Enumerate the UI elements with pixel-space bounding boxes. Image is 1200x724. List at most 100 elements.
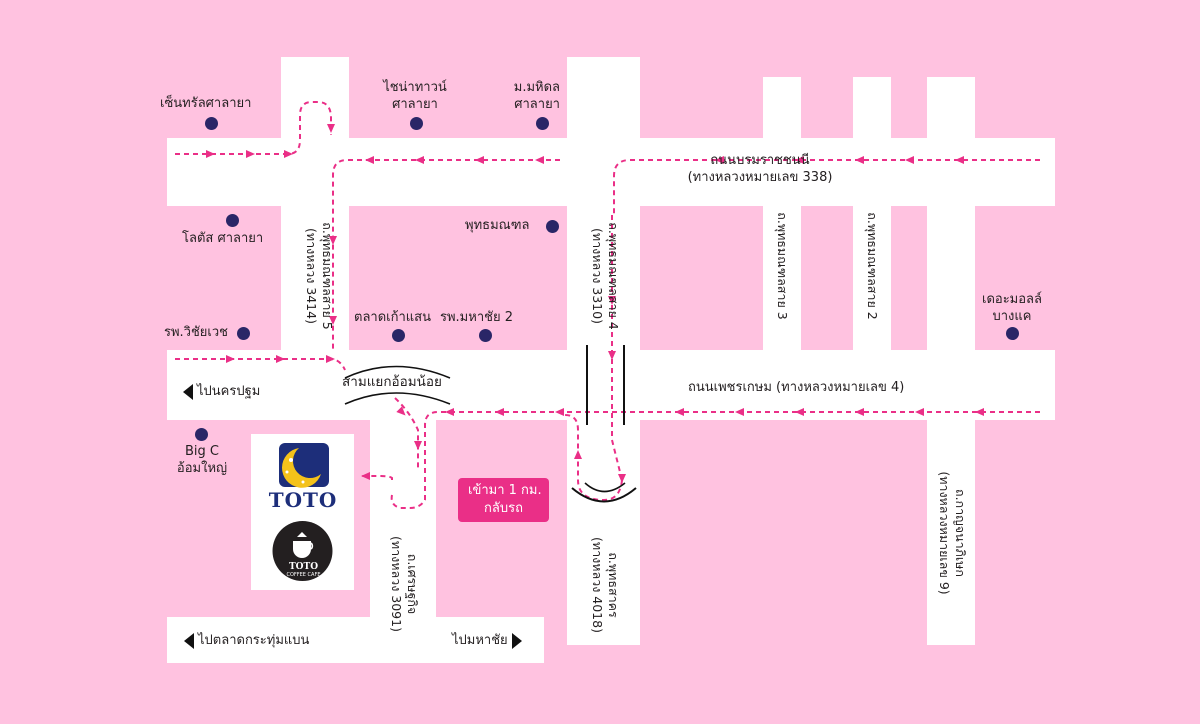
road-label-phutthamonthon-5: ถ.พุทธมณฑลสาย 5 (ทางหลวง 3414)	[304, 222, 335, 330]
route-arrow-icon	[415, 156, 424, 164]
route-arrow-icon	[206, 150, 215, 158]
route-arrow-icon	[715, 156, 724, 164]
road-phutthamonthon-4	[567, 57, 640, 350]
star-icon	[301, 480, 305, 484]
poi-label-mahachai-hospital: รพ.มหาชัย 2	[440, 310, 513, 325]
poi-dot-bigc	[195, 428, 208, 441]
poi-dot-chinatown	[410, 117, 423, 130]
toto-logo-text: TOTO	[268, 488, 338, 512]
poi-dot-talad-kaosaen	[392, 329, 405, 342]
route-borom-westbound	[613, 159, 1040, 215]
route-arrow-icon	[955, 156, 964, 164]
star-icon	[285, 470, 289, 474]
route-arrow-icon	[414, 441, 422, 450]
route-arrow-icon	[675, 408, 684, 416]
poi-label-chinatown: ไชน่าทาวน์ศาลายา	[383, 80, 447, 112]
cafe-name: TOTO	[288, 562, 319, 572]
route-arrow-icon	[608, 296, 616, 305]
route-arrow-icon	[905, 156, 914, 164]
route-arrow-icon	[284, 150, 293, 158]
route-arrow-icon	[855, 408, 864, 416]
route-arrow-icon	[915, 408, 924, 416]
poi-dot-mahidol	[536, 117, 549, 130]
route-arrow-icon	[608, 351, 616, 360]
road-kanchanaphisek-north	[927, 77, 975, 350]
intersection-arc-top	[344, 365, 451, 379]
u-turn-callout: เข้ามา 1 กม. กลับรถ	[458, 478, 549, 522]
star-icon	[289, 458, 293, 462]
route-arrow-icon	[795, 408, 804, 416]
route-arrow-icon	[795, 156, 804, 164]
poi-dot-phutthamonthon	[546, 220, 559, 233]
route-arrow-icon	[226, 355, 235, 363]
road-label-phutthamonthon-2: ถ.พุทธมณฑลสาย 2	[865, 212, 880, 320]
poi-dot-vichaivej	[237, 327, 250, 340]
route-arrow-icon	[365, 156, 374, 164]
road-kanchanaphisek-south	[927, 420, 975, 645]
poi-label-phutthamonthon: พุทธมณฑล	[465, 218, 530, 233]
road-label-setthakit: ถ.เศรษฐกิจ (ทางหลวง 3091)	[389, 536, 420, 632]
route-arrow-icon	[574, 450, 582, 459]
intersection-arc-bottom	[344, 392, 451, 405]
poi-dot-central-salaya	[205, 117, 218, 130]
route-arrow-icon	[329, 316, 337, 325]
road-label-borommaratchachonnani: ถนนบรมราชชนนี (ทางหลวงหมายเลข 338)	[687, 153, 833, 185]
road-label-phutthasakhon: ถ.พุทธสาคร (ทางหลวง 4018)	[590, 537, 621, 633]
poi-dot-the-mall	[1006, 327, 1019, 340]
road-phutthamonthon-2	[853, 77, 891, 350]
route-arrow-icon	[326, 355, 335, 363]
route-to-toto	[362, 475, 393, 480]
uturn-curve	[571, 487, 637, 503]
route-sai4-south	[611, 215, 623, 481]
uturn-inner	[584, 482, 626, 493]
poi-label-vichaivej: รพ.วิชัยเวช	[164, 325, 228, 340]
road-krathum-baen	[167, 617, 544, 663]
route-arrow-icon	[618, 474, 626, 483]
route-arrow-icon	[975, 408, 984, 416]
route-arrow-icon	[361, 472, 370, 480]
road-label-phetkasem: ถนนเพชรเกษม (ทางหลวงหมายเลข 4)	[688, 380, 905, 395]
route-arrow-icon	[735, 408, 744, 416]
route-arrow-icon	[855, 156, 864, 164]
route-phetkasem-east	[175, 358, 346, 371]
route-intersection-down	[394, 397, 419, 470]
route-arrow-icon	[327, 124, 335, 133]
route-borom-to-sai5	[332, 159, 560, 350]
cafe-subtitle: COFFEE CAFE	[286, 572, 321, 578]
moon-icon	[281, 448, 321, 488]
route-arrow-icon	[475, 156, 484, 164]
poi-label-talad-kaosaen: ตลาดเก้าแสน	[354, 310, 431, 325]
route-phetkasem-west	[390, 411, 1040, 509]
direction-to-nakhon-pathom: ไปนครปฐม	[183, 383, 260, 401]
route-arrow-icon	[535, 156, 544, 164]
route-arrow-icon	[495, 408, 504, 416]
intersection-label: สามแยกอ้อมน้อย	[342, 374, 442, 390]
coffee-cup-icon	[293, 541, 311, 558]
toto-logo-graphics	[272, 443, 333, 581]
route-arrow-icon	[445, 408, 454, 416]
direction-to-krathum-baen: ไปตลาดกระทุ่มแบน	[184, 632, 309, 650]
route-arrow-icon	[246, 150, 255, 158]
poi-label-central-salaya: เซ็นทรัลศาลายา	[160, 96, 252, 111]
route-arrow-icon	[329, 236, 337, 245]
arrow-left-icon	[184, 633, 194, 649]
poi-label-the-mall: เดอะมอลล์บางแค	[982, 292, 1042, 324]
road-label-phutthamonthon-4: ถ.พุทธมณฑลสาย 4 (ทางหลวง 3310)	[590, 222, 621, 330]
route-arrow-icon	[276, 355, 285, 363]
route-uturn	[564, 414, 623, 502]
poi-dot-lotus-salaya	[226, 214, 239, 227]
poi-label-lotus-salaya: โลตัส ศาลายา	[182, 231, 264, 246]
route-arrow-icon	[396, 406, 406, 416]
road-label-phutthamonthon-3: ถ.พุทธมณฑลสาย 3	[775, 212, 790, 320]
poi-dot-mahachai-hospital	[479, 329, 492, 342]
road-phutthamonthon-5	[281, 57, 349, 350]
road-label-kanchanaphisek: ถ.กาญจนาภิเษก (ทางหลวงหมายเลข 9)	[937, 471, 968, 595]
road-phutthamonthon-3	[763, 77, 801, 350]
arrow-right-icon	[511, 633, 522, 649]
poi-label-mahidol: ม.มหิดลศาลายา	[513, 80, 560, 112]
route-arrow-icon	[555, 408, 564, 416]
direction-to-mahachai: ไปมหาชัย	[452, 632, 522, 650]
